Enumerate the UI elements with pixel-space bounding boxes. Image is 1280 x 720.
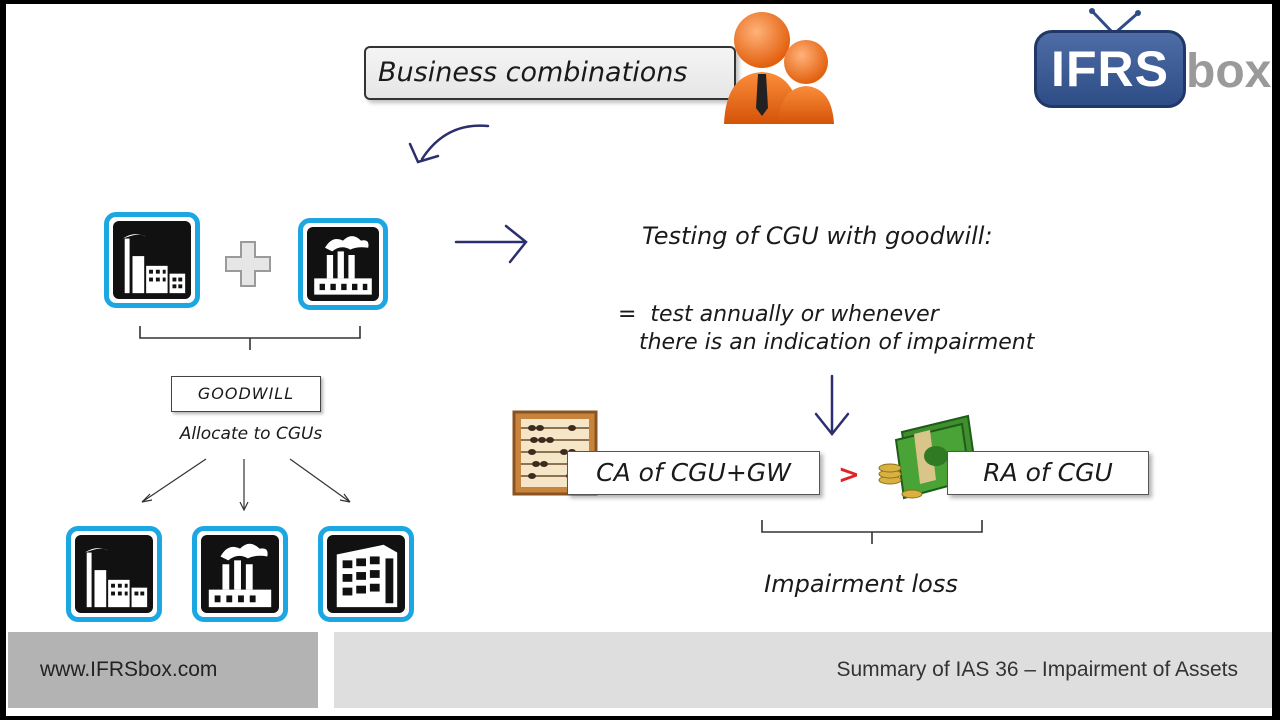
- smoke-factory-tile: [298, 218, 388, 310]
- bracket: [139, 326, 361, 339]
- allocate-arrow-right: [289, 458, 351, 503]
- test-rule-line-1: = test annually or whenever: [618, 302, 939, 327]
- test-rule-line-2: there is an indication of impairment: [618, 330, 1035, 355]
- allocate-arrow-left: [141, 458, 207, 503]
- logo-primary: IFRS: [1034, 30, 1186, 108]
- slide: Business combinations IFRS box: [6, 4, 1272, 716]
- down-arrow-head: [814, 412, 850, 437]
- smoke-factory-tile: [192, 526, 288, 622]
- impairment-loss-label: Impairment loss: [764, 570, 958, 598]
- footer-caption: Summary of IAS 36 – Impairment of Assets: [334, 632, 1272, 708]
- smoke-factory-icon: [208, 543, 272, 608]
- greater-than-sign: >: [838, 460, 860, 490]
- curved-arrow: [420, 124, 490, 161]
- ca-cgu-gw-box: CA of CGU+GW: [567, 451, 820, 495]
- footer-website[interactable]: www.IFRSbox.com: [8, 632, 318, 708]
- connector-arrows: [139, 124, 983, 544]
- business-combinations-banner: Business combinations: [364, 46, 736, 100]
- right-arrow-head: [504, 224, 528, 264]
- impairment-bracket: [761, 520, 983, 533]
- building-icon: [336, 544, 398, 608]
- testing-title: Testing of CGU with goodwill:: [642, 222, 993, 250]
- allocate-label: Allocate to CGUs: [179, 424, 323, 444]
- factory-tile: [104, 212, 200, 308]
- factory-tile: [66, 526, 162, 622]
- building-tile: [318, 526, 414, 622]
- goodwill-label: GOODWILL: [171, 376, 321, 412]
- smoke-factory-icon: [314, 236, 372, 295]
- people-icon: [724, 12, 834, 124]
- ifrsbox-logo: IFRS box: [1032, 8, 1272, 110]
- logo-suffix: box: [1186, 45, 1272, 98]
- ra-cgu-box: RA of CGU: [947, 451, 1149, 495]
- plus-icon: [225, 241, 271, 287]
- factory-icon: [84, 548, 148, 608]
- curved-arrow-head: [408, 142, 440, 164]
- factory-icon: [122, 234, 186, 294]
